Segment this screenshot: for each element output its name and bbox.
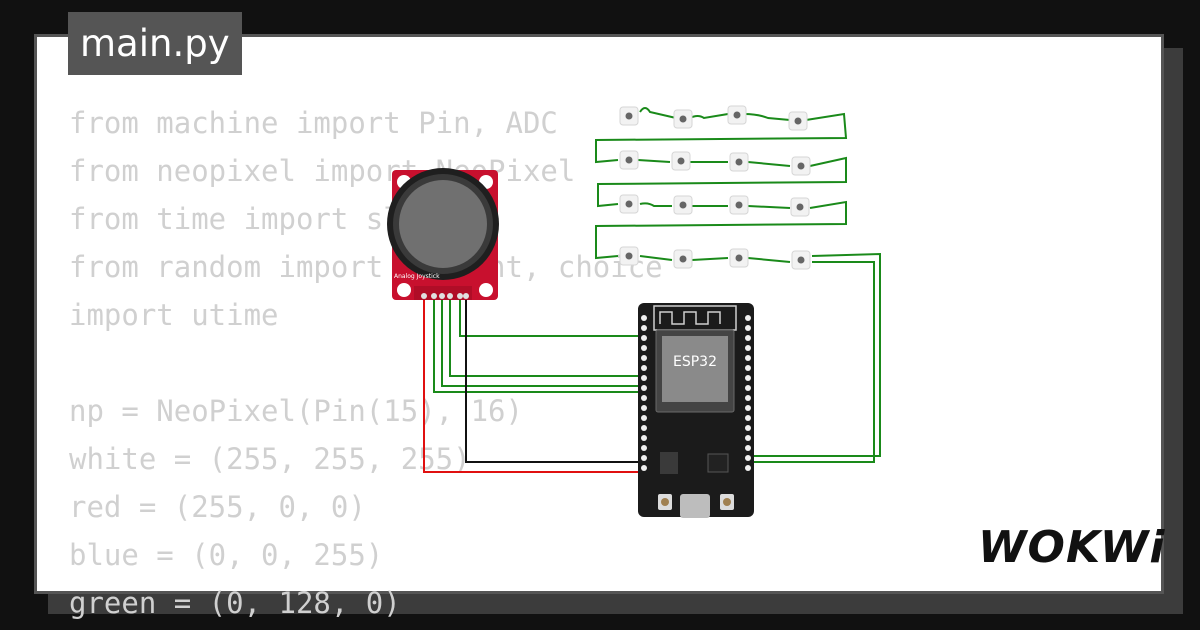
led-chain-wiring	[595, 107, 881, 463]
esp32-right-pins	[745, 315, 751, 471]
code-line: np = NeoPixel(Pin(15), 16)	[69, 394, 523, 428]
code-line: from machine import Pin, ADC	[69, 106, 558, 140]
file-tab-main-py[interactable]: main.py	[68, 12, 242, 75]
analog-joystick[interactable]: Analog Joystick	[387, 168, 499, 300]
neopixel-led	[727, 105, 747, 125]
neopixel-led	[729, 248, 749, 268]
neopixel-led	[671, 151, 691, 171]
wokwi-logo: WOKWi	[978, 522, 1166, 573]
neopixel-led	[619, 246, 639, 266]
esp32-chip-label: ESP32	[673, 354, 717, 370]
neopixel-led	[673, 249, 693, 269]
code-line: white = (255, 255, 255)	[69, 442, 471, 476]
esp32-left-pins	[641, 315, 647, 471]
neopixel-led	[619, 194, 639, 214]
neopixel-led	[790, 197, 810, 217]
neopixel-led	[791, 156, 811, 176]
code-line: blue = (0, 0, 255)	[69, 538, 384, 572]
code-line: red = (255, 0, 0)	[69, 490, 366, 524]
neopixel-led	[673, 109, 693, 129]
neopixel-led	[619, 150, 639, 170]
neopixel-matrix	[619, 105, 811, 270]
code-line: green = (0, 128, 0)	[69, 586, 401, 620]
neopixel-led	[729, 195, 749, 215]
code-editor[interactable]: from machine import Pin, ADC from neopixe…	[69, 99, 663, 627]
neopixel-led	[791, 250, 811, 270]
neopixel-led	[788, 111, 808, 131]
esp32-board[interactable]: ESP32	[638, 303, 754, 518]
code-line: import utime	[69, 298, 279, 332]
code-line: from neopixel import NeoPixel	[69, 154, 576, 188]
neopixel-led	[729, 152, 749, 172]
neopixel-led	[619, 106, 639, 126]
joystick-label: Analog Joystick	[394, 273, 440, 280]
neopixel-led	[673, 195, 693, 215]
code-card: from machine import Pin, ADC from neopixe…	[34, 34, 1164, 620]
